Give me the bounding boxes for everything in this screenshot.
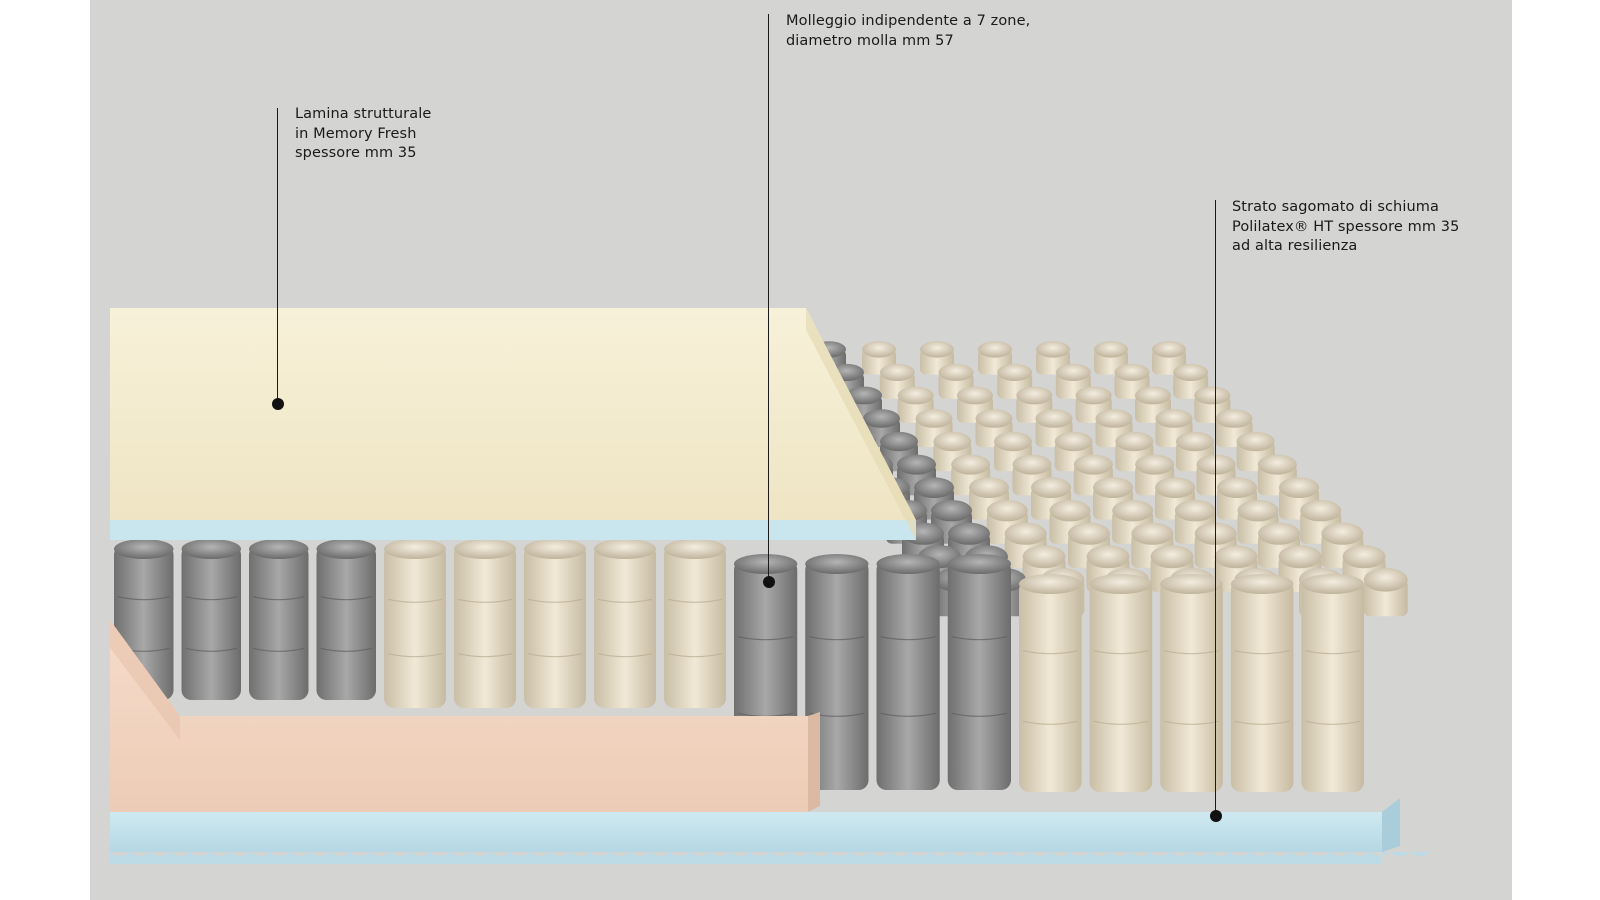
spring-coil (249, 539, 309, 700)
spring-coil (1301, 574, 1364, 792)
callout-line: Lamina strutturale (295, 106, 432, 122)
callout-line: in Memory Fresh (295, 125, 417, 142)
blue-base-foam (110, 812, 1382, 852)
spring-coil (1230, 574, 1294, 792)
spring-grid-top (774, 341, 1408, 617)
leader-line-pocket-springs (768, 14, 770, 582)
spring-coil (524, 539, 586, 708)
callout-line: spessore mm 35 (295, 145, 417, 161)
spring-coil (947, 554, 1011, 790)
spring-coil (1160, 574, 1223, 792)
spring-coil-top (1035, 409, 1073, 448)
product-image: Lamina strutturale in Memory Fresh spess… (90, 0, 1512, 900)
blue-base-waves (110, 852, 1430, 864)
spring-coil (805, 554, 869, 790)
spring-coil (316, 539, 376, 700)
callout-line: diametro molla mm 57 (786, 32, 954, 49)
spring-front-row (114, 539, 1364, 792)
leader-line-polilatex (1215, 200, 1217, 816)
spring-coil (454, 539, 516, 708)
spring-coil (664, 539, 726, 708)
leader-dot-pocket-springs (763, 576, 775, 588)
leader-line-memory-fresh (277, 108, 279, 404)
callout-pocket-springs: Molleggio indipendente a 7 zone, diametr… (786, 12, 1030, 51)
spring-coil (384, 539, 446, 708)
spring-coil (1089, 574, 1153, 792)
pink-foam-insert (110, 620, 808, 812)
memory-fresh-slab (110, 308, 916, 520)
callout-line: Strato sagomato di schiuma (1232, 199, 1439, 215)
callout-line: ad alta resilienza (1232, 238, 1358, 254)
spring-coil (594, 539, 656, 708)
leader-dot-memory-fresh (272, 398, 284, 410)
leader-dot-polilatex (1210, 810, 1222, 822)
callout-line: Molleggio indipendente a 7 zone, (786, 13, 1031, 29)
callout-polilatex: Strato sagomato di schiuma Polilatex® HT… (1232, 198, 1459, 257)
mattress-cutaway-illustration (110, 308, 1430, 864)
callout-memory-fresh: Lamina strutturale in Memory Fresh spess… (295, 105, 431, 164)
spring-coil (181, 539, 241, 700)
spring-coil-top (1363, 567, 1408, 617)
spring-coil (876, 554, 940, 790)
spring-coil (1019, 574, 1082, 792)
callout-line: Polilatex® HT spessore mm 35 (1232, 218, 1460, 235)
